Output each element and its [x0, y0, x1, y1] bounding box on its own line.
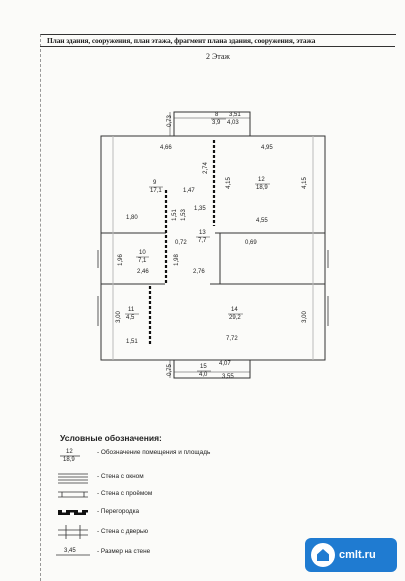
dim-label: 2,76	[193, 269, 205, 275]
legend-item-partition: - Перегородка	[97, 508, 140, 515]
room-15-number: 15	[200, 364, 207, 370]
legend-sample-number: 12	[66, 449, 73, 455]
dim-label: 2,46	[137, 269, 149, 275]
room-12-area: 18,9	[256, 185, 268, 191]
floor-label: 2 Этаж	[206, 52, 230, 61]
document-sheet	[40, 34, 396, 581]
dim-label: 1,80	[126, 215, 138, 221]
room-8-area: 3,9	[212, 120, 221, 126]
dim-label: 0,69	[245, 240, 257, 246]
dim-label: 0,72	[175, 240, 187, 246]
room-9-number: 9	[153, 180, 157, 186]
dim-label: 1,47	[183, 188, 195, 194]
legend-opening-symbol	[58, 491, 88, 498]
house-icon	[311, 543, 335, 567]
dim-label: 1,35	[194, 206, 206, 212]
dim-label: 7,72	[226, 336, 238, 342]
room-11-number: 11	[128, 307, 135, 313]
watermark-text: cmlt.ru	[339, 549, 376, 561]
room-11-area: 4,5	[126, 315, 135, 321]
legend-sample-dim: 3,45	[64, 548, 76, 554]
room-14-area: 29,2	[229, 315, 241, 321]
dim-label: 4,55	[256, 218, 268, 224]
room-9-area: 17,1	[150, 188, 162, 194]
bottom-bay	[173, 359, 251, 379]
legend-item-dimension: - Размер на стене	[97, 548, 151, 555]
dim-label: 4,03	[227, 120, 239, 126]
dim-label: 4,07	[219, 361, 231, 367]
legend-item-door: - Стена с дверью	[97, 528, 149, 535]
room-14-number: 14	[231, 307, 238, 313]
dim-label: 3,55	[222, 374, 234, 380]
dim-label: 1,51	[126, 339, 138, 345]
legend-window-symbol	[58, 473, 88, 484]
room-10-number: 10	[139, 250, 146, 256]
dim-label: 4,66	[160, 145, 172, 151]
legend-item-opening: - Стена с проёмом	[97, 490, 153, 497]
room-8-number: 8	[215, 112, 219, 118]
room-10-area: 7,1	[138, 258, 147, 264]
room-13-area: 7,7	[198, 238, 207, 244]
document-header: План здания, сооружения, план этажа, фра…	[47, 36, 316, 45]
dim-label: 4,95	[261, 145, 273, 151]
legend-item-window: - Стена с окном	[97, 473, 144, 480]
legend-item-room: - Обозначение помещения и площадь	[97, 449, 211, 456]
room-12-number: 12	[258, 177, 265, 183]
legend-sample-area: 18,9	[63, 457, 75, 463]
legend-door-symbol	[58, 525, 88, 539]
dim-label: 3,51	[229, 112, 241, 118]
room-15-area: 4,0	[199, 372, 208, 378]
header-rule	[40, 46, 395, 47]
legend-title: Условные обозначения:	[60, 433, 162, 443]
room-13-number: 13	[199, 230, 206, 236]
top-bay	[173, 111, 251, 137]
cmlt-watermark-logo: cmlt.ru	[305, 538, 397, 572]
